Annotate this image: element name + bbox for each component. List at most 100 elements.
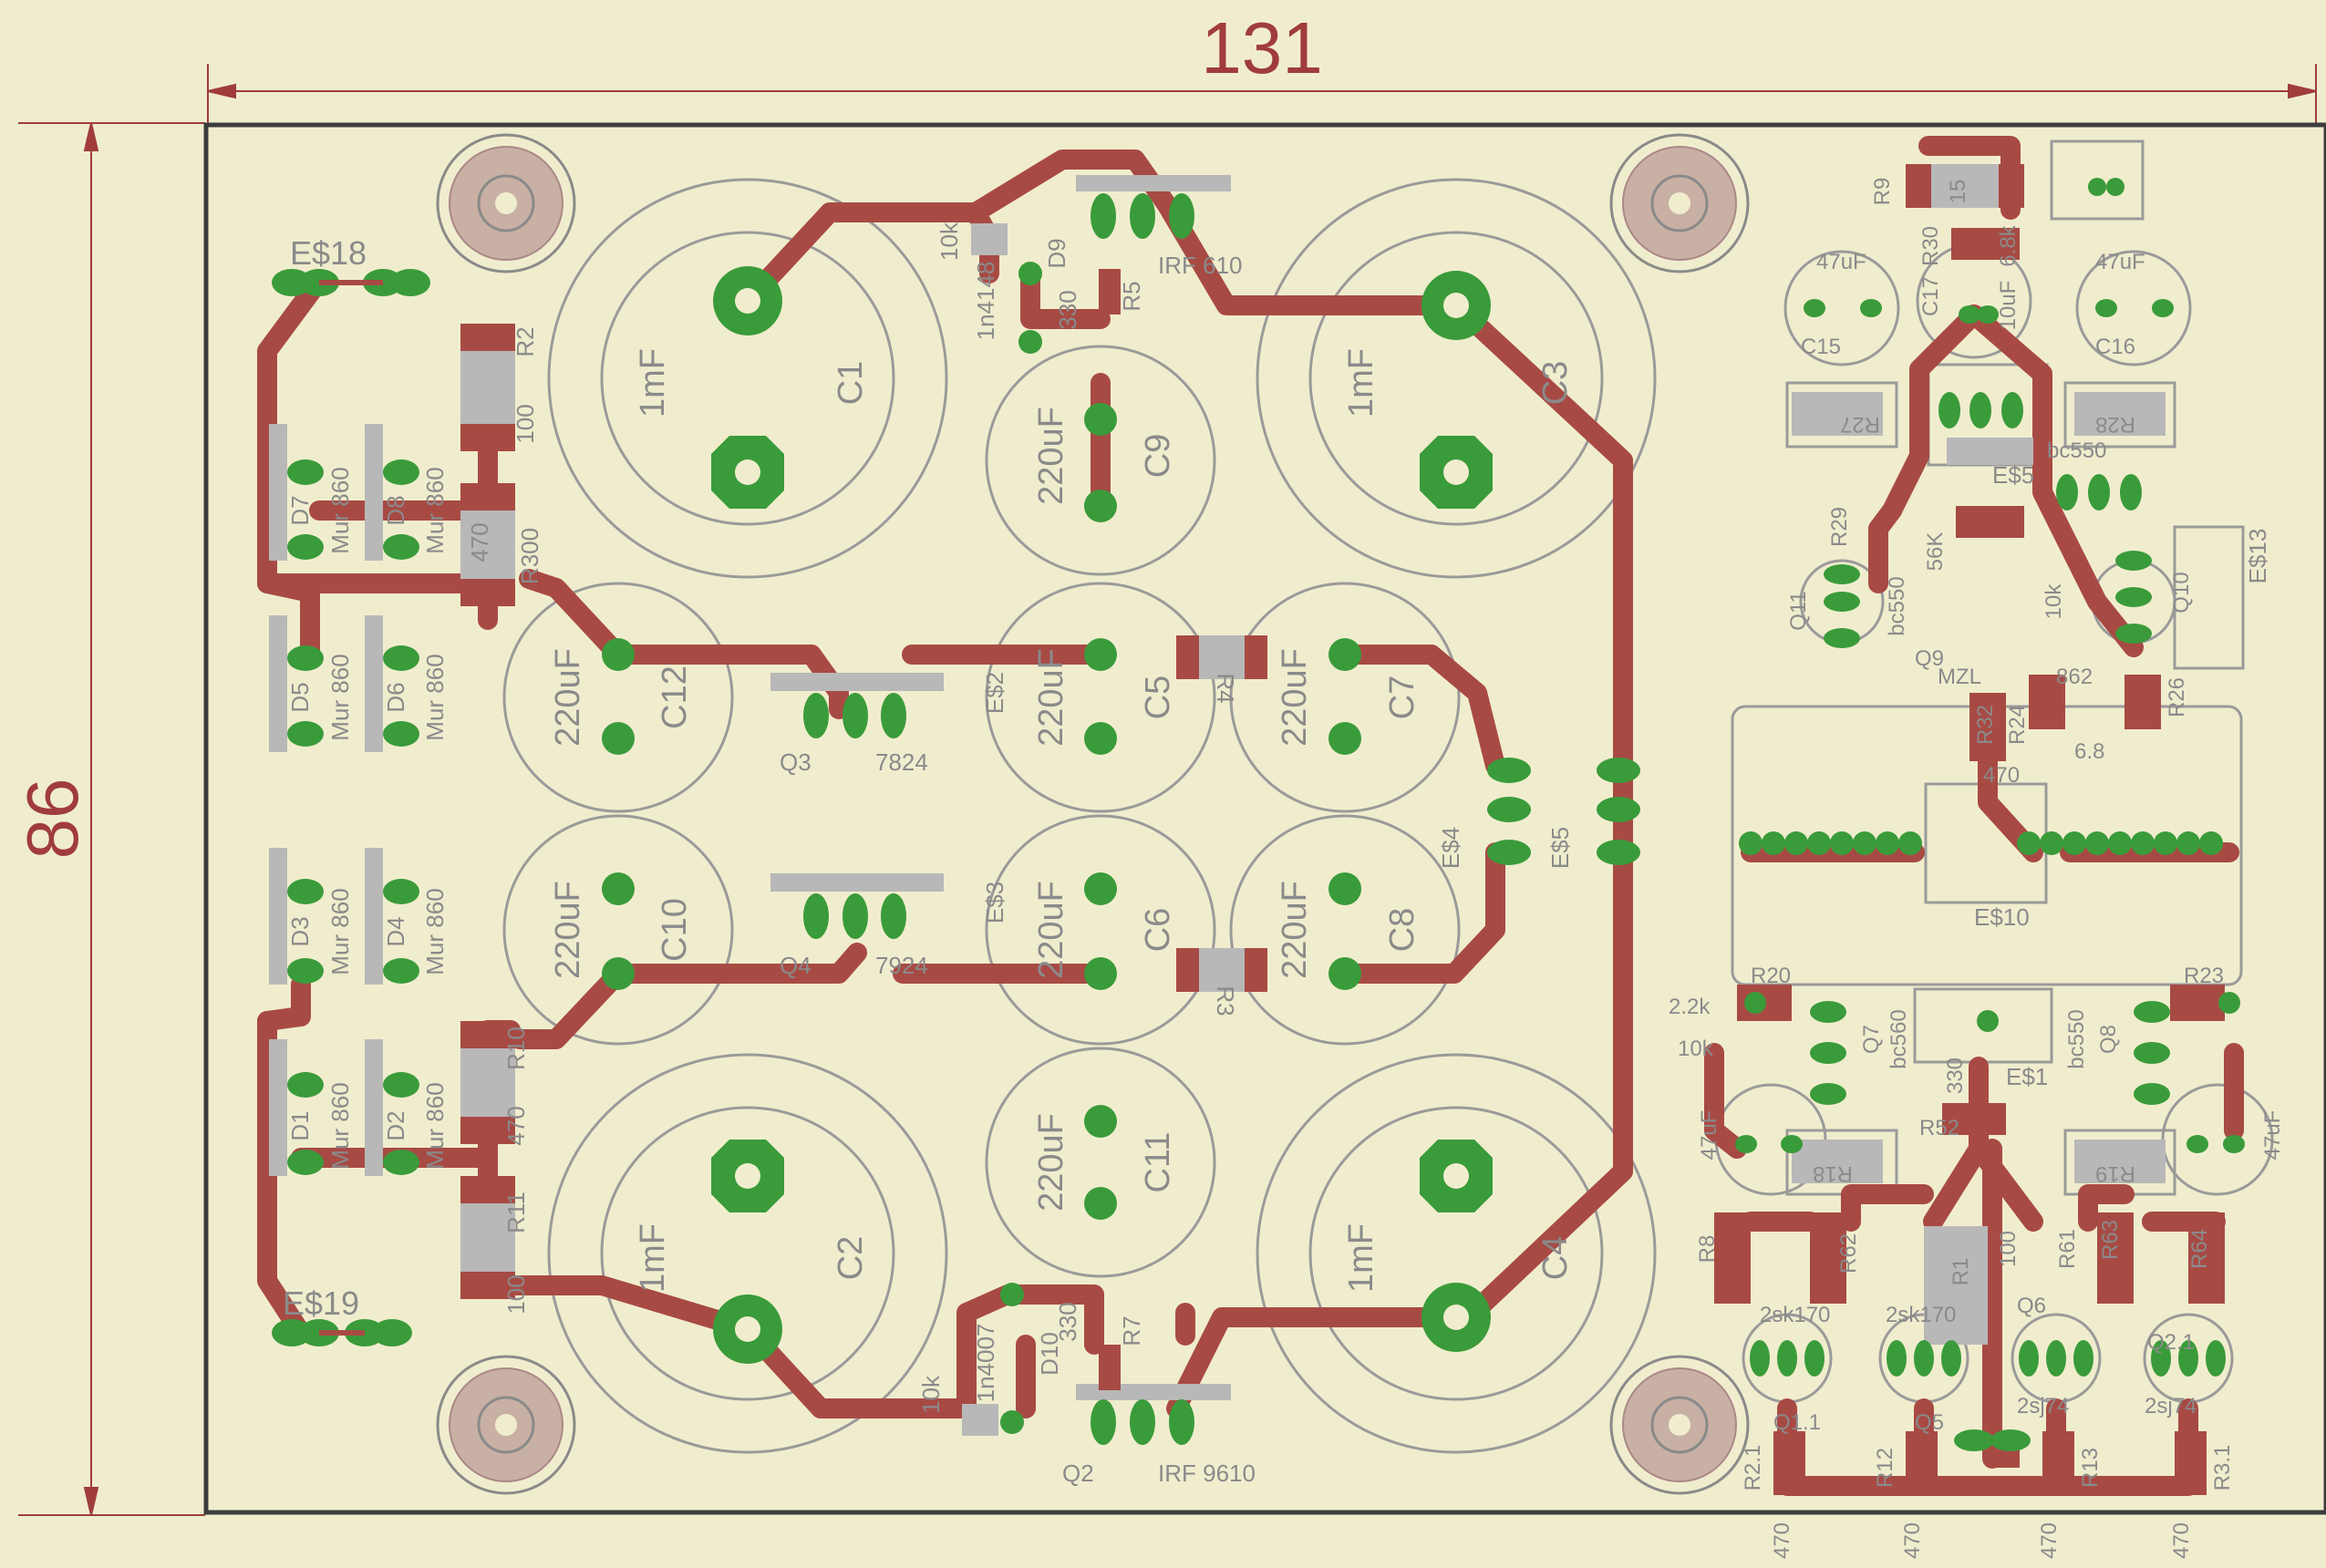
- q2-1-label: Q2.1: [2147, 1330, 2195, 1355]
- c5-name: C5: [1139, 676, 1177, 720]
- d6-part: Mur 860: [421, 654, 449, 740]
- r30-label: R30: [1918, 226, 1943, 266]
- pads: [272, 178, 2245, 1451]
- d2-part: Mur 860: [421, 1082, 449, 1169]
- c4-name: C4: [1536, 1236, 1575, 1281]
- connector-links: [319, 280, 383, 1336]
- d6-name: D6: [382, 682, 409, 712]
- r20-label: R20: [1751, 964, 1791, 988]
- pad-holes: [735, 288, 1469, 1342]
- e4-label: E$4: [1437, 827, 1464, 869]
- c12-name: C12: [656, 665, 694, 729]
- r30-value: 6.8k: [1996, 224, 2021, 266]
- r11-value: 100: [502, 1274, 530, 1314]
- d5-part: Mur 860: [326, 654, 354, 740]
- e10-label: E$10: [1974, 903, 2030, 931]
- c17-value: 10uF: [1996, 281, 2021, 331]
- c15-value: 47uF: [1816, 250, 1866, 274]
- c6-value: 220uF: [1032, 881, 1070, 979]
- width-dimension-label: 131: [1201, 7, 1322, 88]
- sk170-a: 2sk170: [1760, 1303, 1830, 1327]
- c4-value: 1mF: [1342, 1223, 1380, 1293]
- q11-part: bc550: [1885, 576, 1909, 635]
- c11-name: C11: [1139, 1132, 1177, 1193]
- r10k-value: 10k: [1678, 1037, 1714, 1061]
- q10-res: 10k: [2042, 583, 2066, 620]
- q5-label: Q5: [1915, 1410, 1944, 1435]
- d4-name: D4: [382, 916, 409, 946]
- r10-value: 470: [502, 1106, 530, 1145]
- r2-1-label: R2.1: [1741, 1445, 1765, 1491]
- q4-name: Q4: [780, 952, 812, 979]
- c8-name: C8: [1383, 908, 1421, 953]
- r23-label: R23: [2184, 964, 2224, 988]
- c7-name: C7: [1383, 676, 1421, 720]
- r9-value: 15: [1946, 180, 1970, 204]
- r2-label: R2: [512, 326, 539, 356]
- q3-name: Q3: [780, 748, 812, 776]
- c7-value: 220uF: [1276, 648, 1314, 747]
- e1-label: E$1: [2006, 1063, 2048, 1090]
- r62-label: R62: [1836, 1233, 1861, 1274]
- e3-label: E$3: [981, 882, 1008, 923]
- part-bodies: [269, 164, 2166, 1436]
- r862-label: 862: [2056, 665, 2093, 689]
- dimension-lines: [18, 64, 2317, 1516]
- c16-label: C16: [2095, 335, 2135, 359]
- c6-name: C6: [1139, 908, 1177, 953]
- q6-label: Q6: [2017, 1294, 2046, 1318]
- c8-value: 220uF: [1276, 881, 1314, 979]
- r68-label: 6.8: [2074, 739, 2104, 764]
- d3-name: D3: [286, 916, 314, 946]
- mounting-hole-bottom-left: [436, 1355, 576, 1495]
- d1-part: Mur 860: [326, 1082, 354, 1169]
- r2-value: 100: [512, 404, 539, 443]
- c2-name: C2: [832, 1236, 870, 1281]
- height-dimension-label: 86: [12, 779, 93, 860]
- small-section-labels: R9 15 C17 R30 10uF 6.8k 47uF C15 47uF C1…: [1669, 178, 2285, 1559]
- r12-label: R12: [1873, 1448, 1897, 1488]
- mounting-holes: [436, 133, 1750, 1495]
- c12-value: 220uF: [549, 648, 587, 747]
- c9-name: C9: [1139, 434, 1177, 479]
- c17-label: C17: [1918, 276, 1943, 316]
- q3-part: 7824: [875, 748, 928, 776]
- r10k-top: 10k: [936, 222, 963, 261]
- c3-value: 1mF: [1342, 348, 1380, 418]
- r29-label: R29: [1827, 507, 1852, 547]
- d3-part: Mur 860: [326, 888, 354, 975]
- q11-label: Q11: [1786, 591, 1811, 631]
- r7-value: 330: [1054, 1302, 1081, 1341]
- r20-value: 2.2k: [1669, 995, 1711, 1019]
- mounting-hole-top-left: [436, 133, 576, 273]
- r28-label: R28: [2095, 412, 2135, 437]
- d9-label: D9: [1043, 238, 1070, 268]
- r3-1-label: R3.1: [2210, 1445, 2235, 1491]
- board-outline: [203, 122, 2326, 1515]
- silk-labels: 1mF C1 1mF C2 1mF C3 1mF C4 220uF C9 220…: [549, 348, 1575, 1293]
- c9-value: 220uF: [1032, 407, 1070, 505]
- r470-bottom-2: 470: [1900, 1522, 1925, 1559]
- r27-label: R27: [1840, 412, 1880, 437]
- d7-name: D7: [286, 495, 314, 525]
- r63-label: R63: [2098, 1220, 2123, 1260]
- mounting-hole-bottom-right: [1609, 1355, 1750, 1495]
- c14-value: 47uF: [2260, 1110, 2285, 1161]
- r64-label: R64: [2187, 1229, 2212, 1269]
- e18-label: E$18: [290, 234, 367, 272]
- c10-name: C10: [656, 898, 694, 962]
- c11-value: 220uF: [1032, 1113, 1070, 1212]
- q8-part: bc550: [2064, 1009, 2089, 1068]
- e2-label: E$2: [981, 672, 1008, 714]
- q1-part: IRF 610: [1158, 252, 1243, 279]
- smd-pad-caps: [460, 164, 2225, 1495]
- q2-name: Q2: [1062, 1460, 1094, 1487]
- d5-name: D5: [286, 682, 314, 712]
- r11-label: R11: [502, 1191, 530, 1233]
- mzl-label: MZL: [1938, 665, 1981, 689]
- r5-label: R5: [1118, 281, 1145, 311]
- r5-value: 330: [1054, 290, 1081, 329]
- r8-label: R8: [1695, 1235, 1720, 1264]
- q1-1-label: Q1.1: [1773, 1410, 1821, 1435]
